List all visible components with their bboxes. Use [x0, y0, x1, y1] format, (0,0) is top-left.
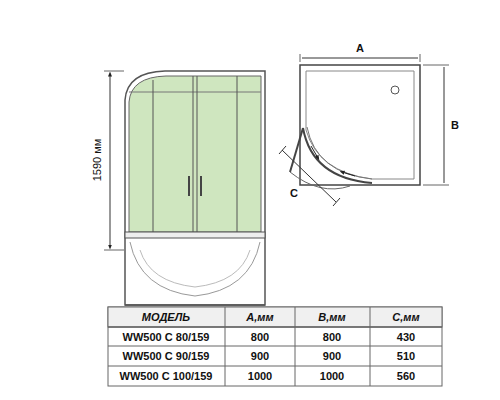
table-header: B,мм	[318, 312, 345, 323]
table-cell: 900	[251, 351, 269, 362]
table-header: МОДЕЛЬ	[142, 312, 190, 323]
dimension-letter: C	[290, 188, 298, 199]
table-cell: WW500 C 90/159	[123, 351, 210, 362]
top-view	[279, 54, 449, 206]
height-dimension: 1590 мм	[92, 137, 103, 184]
table-cell: 1000	[320, 371, 344, 382]
front-view	[104, 71, 265, 305]
table-cell: 1000	[248, 371, 272, 382]
table-header: C,мм	[392, 312, 419, 323]
table-header: A,мм	[246, 312, 273, 323]
table-cell: 800	[251, 332, 269, 343]
dimension-letter: B	[451, 120, 459, 131]
table-cell: 800	[323, 332, 341, 343]
spec-table	[108, 307, 442, 386]
table-cell: 430	[397, 332, 415, 343]
table-cell: 510	[397, 351, 415, 362]
table-cell: WW500 C 100/159	[120, 371, 213, 382]
table-cell: 900	[323, 351, 341, 362]
table-cell: WW500 C 80/159	[123, 332, 210, 343]
dimension-letter: A	[356, 43, 364, 54]
table-cell: 560	[397, 371, 415, 382]
